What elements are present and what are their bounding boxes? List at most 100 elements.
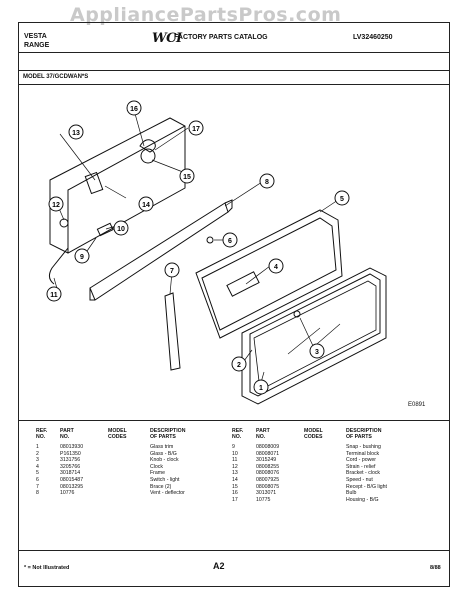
description-cell: Glass trim [150, 444, 174, 450]
ref-cell: 16 [232, 490, 238, 497]
model-codes-cell [304, 470, 346, 477]
description-cell: Glass - B/G [150, 450, 177, 457]
model-codes-cell [304, 490, 346, 497]
model-codes-cell [108, 470, 150, 477]
part-number-cell: 08008076 [256, 470, 280, 477]
ref-cell: 14 [232, 476, 238, 483]
table-rule [18, 420, 450, 421]
description-cell: Knob - clock [150, 457, 179, 464]
model-codes-cell [108, 464, 150, 471]
description-cell: Vent - deflector [150, 490, 185, 497]
model-codes-cell [108, 490, 150, 497]
ref-cell: 5 [36, 470, 39, 477]
footnote: * = Not Illustrated [24, 565, 70, 571]
catalog-title: FACTORY PARTS CATALOG [174, 34, 268, 41]
part-number-cell: 3131756 [60, 457, 81, 464]
model-codes-cell [108, 451, 150, 458]
col-ref: REF.NO. [232, 428, 244, 440]
drawing-number: E0891 [408, 402, 426, 408]
brace [164, 292, 181, 371]
callout-6: 6 [228, 238, 232, 245]
part-number-cell: 10775 [256, 496, 271, 503]
description-cell: Switch - light [150, 476, 180, 483]
brand-line2: RANGE [24, 42, 50, 49]
terminal-block [96, 222, 114, 237]
callout-7: 7 [170, 268, 174, 275]
callout-4: 4 [274, 264, 278, 271]
model-codes-cell [304, 444, 346, 451]
part-number-cell: 3205766 [60, 463, 81, 470]
model-rule-bottom [18, 84, 450, 85]
ref-cell: 9 [232, 444, 235, 450]
ref-cell: 3 [36, 457, 39, 464]
glass-trim [241, 267, 387, 405]
callout-17: 17 [192, 126, 200, 133]
callout-labels: 1 2 3 4 5 6 7 8 9 10 11 12 13 14 15 16 1… [50, 106, 344, 392]
callout-15: 15 [183, 174, 191, 181]
brand-block: VESTA RANGE [24, 32, 49, 50]
part-number-cell: P161350 [60, 450, 81, 457]
callout-11: 11 [50, 292, 58, 299]
clock-knob [293, 310, 301, 318]
model-codes-cell [108, 457, 150, 464]
part-number-cell: 08008071 [256, 450, 280, 457]
ref-cell: 12 [232, 463, 238, 470]
callout-8: 8 [265, 179, 269, 186]
page-number: A2 [213, 561, 225, 571]
ref-cell: 10 [232, 450, 238, 457]
bulb [139, 139, 156, 153]
part-number-cell: 3015249 [256, 457, 277, 464]
model-codes-cell [108, 444, 150, 451]
ref-cell: 1 [36, 444, 39, 450]
callout-9: 9 [80, 254, 84, 261]
callout-1: 1 [259, 385, 263, 392]
brand-line1: VESTA [24, 33, 47, 40]
description-cell: Terminal block [346, 450, 380, 457]
model-codes-cell [304, 457, 346, 464]
model-line: MODEL 37/GCDWAN*S [23, 74, 89, 80]
callout-14: 14 [142, 202, 150, 209]
ref-cell: 7 [36, 483, 39, 490]
ref-cell: 13 [232, 470, 238, 477]
callout-2: 2 [237, 362, 241, 369]
description-cell: Recept - B/G light [346, 483, 387, 490]
page-frame [18, 22, 450, 587]
header-rule [18, 52, 450, 53]
wci-logo: WCI [152, 31, 182, 46]
vent-deflector [89, 202, 229, 301]
footer-rule [18, 550, 450, 551]
description-cell: Cord - power [346, 457, 376, 464]
part-number-cell: 08015487 [60, 476, 84, 483]
description-cell: Housing - B/G [346, 496, 379, 503]
callout-13: 13 [72, 130, 80, 137]
part-number-cell: 08008255 [256, 463, 280, 470]
table-row: 8 10776 Vent - deflector [36, 490, 222, 497]
description-cell: Snap - bushing [346, 444, 381, 450]
catalog-number: LV32460250 [353, 34, 393, 41]
exploded-parts-diagram: 1 2 3 4 5 6 7 8 9 10 11 12 13 14 15 16 1… [46, 100, 387, 405]
model-codes-cell [304, 464, 346, 471]
model-codes-cell [108, 477, 150, 484]
part-number-cell: 10776 [60, 490, 75, 497]
model-codes-cell [304, 484, 346, 491]
model-rule-top [18, 70, 450, 71]
part-number-cell: 08008009 [256, 444, 280, 450]
callout-3: 3 [315, 349, 319, 356]
ref-cell: 8 [36, 490, 39, 497]
